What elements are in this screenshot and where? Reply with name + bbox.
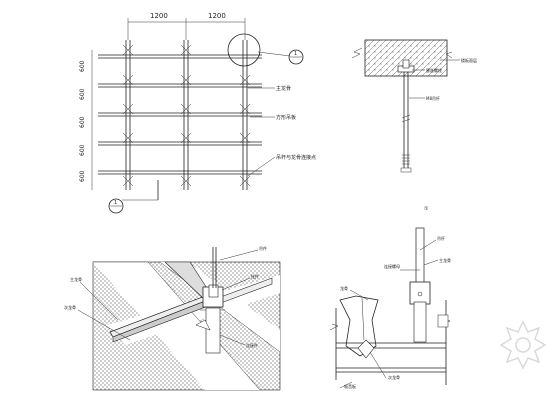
- callout-connect: 吊杆与龙骨连接点: [276, 154, 316, 161]
- callout-slab: 楼板面层: [461, 57, 477, 63]
- callout-sec-main: 主龙骨: [439, 257, 451, 263]
- plan-grid: [98, 40, 262, 190]
- detail-tag-label: 1: [294, 51, 297, 57]
- callout-iso-hanger: 吊件: [259, 245, 267, 251]
- dim-top-1: 1200: [150, 12, 168, 20]
- dim-left-2: 600: [79, 88, 86, 100]
- callout-sec-nut: 连接螺母: [384, 263, 400, 269]
- callout-sec-board: 吸音板: [344, 383, 356, 389]
- iso-detail: 主龙骨 次龙骨 吊件 挂件 连接件: [64, 245, 281, 391]
- callout-iso-clip: 挂件: [251, 273, 259, 279]
- hanger-points: [122, 44, 251, 187]
- hanger-note: ①: [424, 206, 429, 212]
- callout-iso-connector: 连接件: [246, 342, 258, 348]
- callout-iso-sub: 次龙骨: [64, 304, 76, 310]
- dim-left-3: 600: [79, 116, 86, 128]
- callout-main-keel: 主龙骨: [276, 85, 291, 92]
- dim-left-1: 600: [79, 60, 86, 72]
- hanger-detail: 楼板面层 膨胀螺栓 M8吊杆 ①: [351, 39, 477, 212]
- callout-sec-rod: 吊杆: [437, 235, 445, 241]
- threaded-end: [400, 154, 412, 173]
- logo-star-watermark: [499, 320, 547, 370]
- section-detail: 吊杆 连接螺母 主龙骨 龙骨 次龙骨 吸音板: [329, 227, 451, 389]
- callout-panel: 方形吊板: [276, 114, 296, 121]
- section-tag: [108, 198, 124, 214]
- section-rod: [415, 227, 425, 284]
- callout-sec-sub: 次龙骨: [388, 374, 400, 380]
- callout-rod: M8吊杆: [426, 95, 440, 101]
- dim-left-5: 600: [79, 170, 86, 182]
- section-tag-label: 1: [114, 200, 117, 206]
- detail-tag: [288, 49, 304, 65]
- anchor-bolt: [402, 59, 410, 69]
- ceiling-plan: 1200 1200 600 600 600 600 600: [79, 12, 316, 214]
- callout-sec-keel: 龙骨: [340, 285, 348, 291]
- callout-iso-main: 主龙骨: [70, 276, 82, 282]
- dim-top-2: 1200: [208, 12, 226, 20]
- dim-left-4: 600: [79, 144, 86, 156]
- detail-circle: [227, 33, 261, 67]
- callout-bolt: 膨胀螺栓: [426, 67, 442, 73]
- section-clip: [409, 281, 431, 305]
